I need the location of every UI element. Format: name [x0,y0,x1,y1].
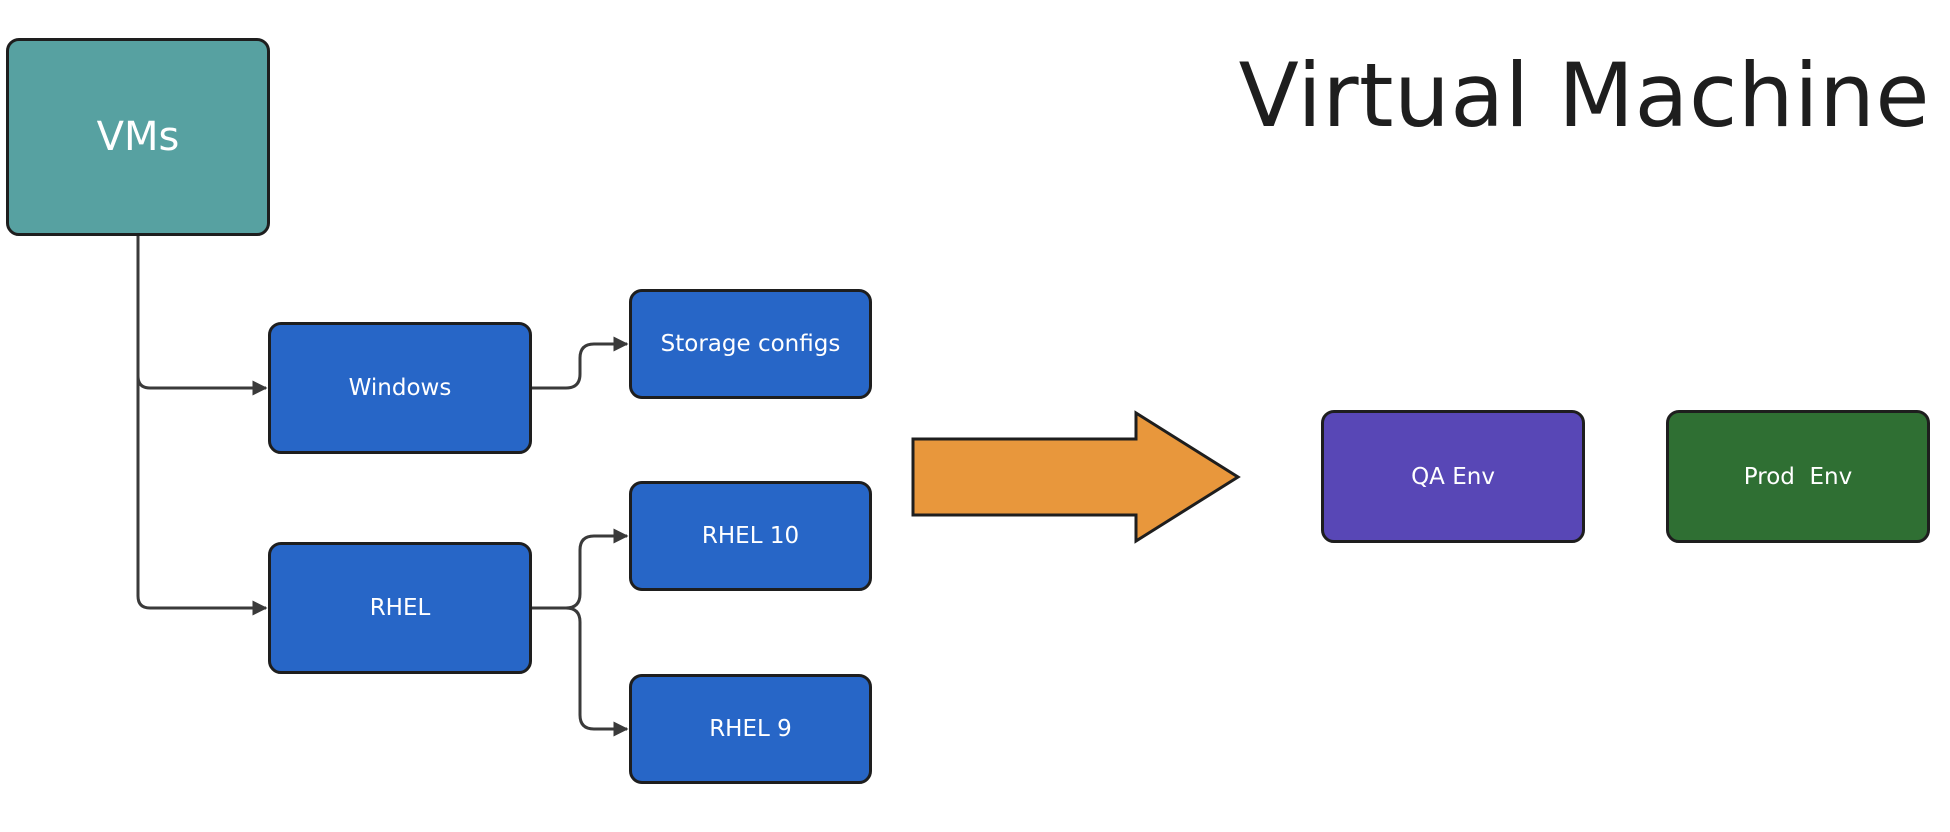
connector-vms-to-rhel [136,376,268,616]
connector-rhel-to-rhel9 [565,606,629,737]
connector-windows-to-storage [532,336,629,390]
diagram-title: Virtual Machine [1238,44,1930,147]
node-windows[interactable]: Windows [268,322,532,454]
node-vms[interactable]: VMs [6,38,270,236]
node-qa-env[interactable]: QA Env [1321,410,1585,543]
node-storage-configs[interactable]: Storage configs [629,289,872,399]
node-rhel-9[interactable]: RHEL 9 [629,674,872,784]
node-rhel[interactable]: RHEL [268,542,532,674]
node-rhel-10[interactable]: RHEL 10 [629,481,872,591]
node-prod-env[interactable]: Prod Env [1666,410,1930,543]
